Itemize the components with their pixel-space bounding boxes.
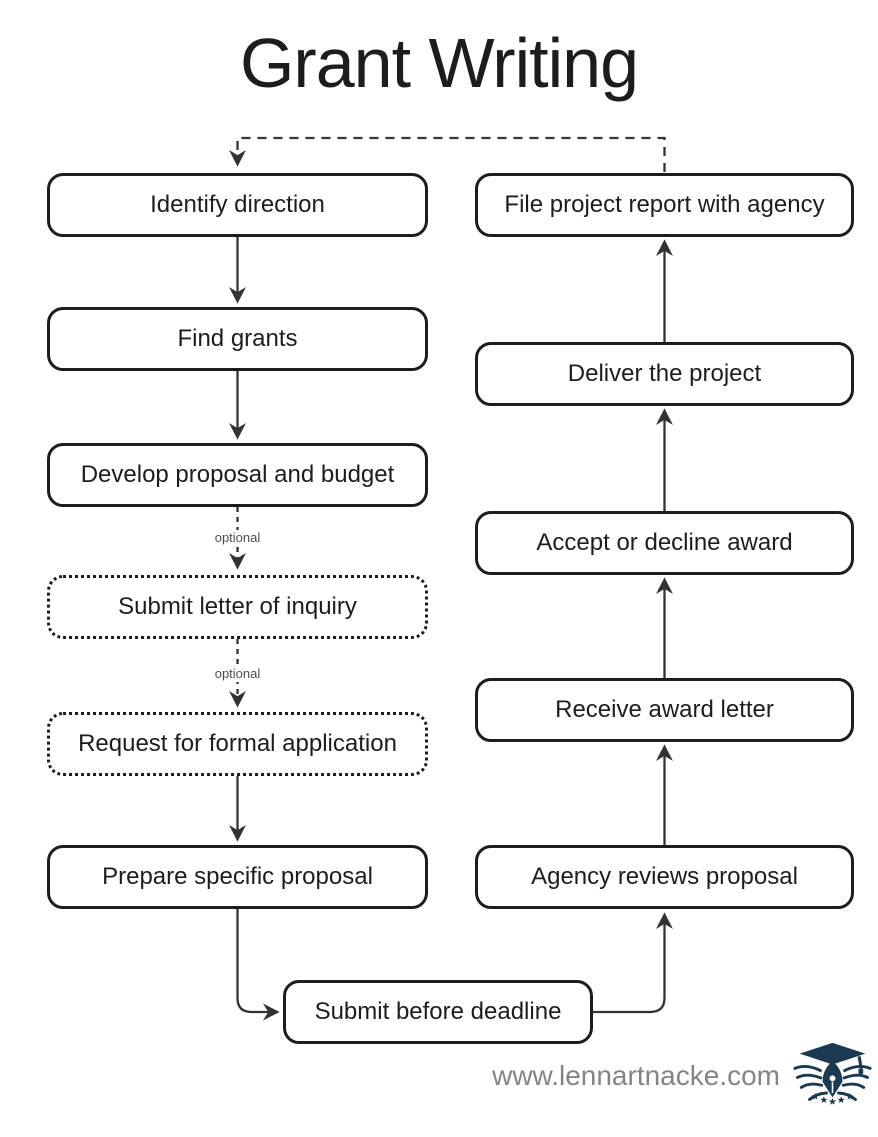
tassel-end-icon [858, 1068, 864, 1074]
node-label: Identify direction [150, 191, 325, 218]
node-label: Agency reviews proposal [531, 863, 798, 890]
node-submit-letter-of-inquiry: Submit letter of inquiry [47, 575, 428, 639]
node-find-grants: Find grants [47, 307, 428, 371]
edge-deadline-to-agency [593, 912, 673, 1014]
node-accept-or-decline-award: Accept or decline award [475, 511, 854, 575]
node-label: Submit letter of inquiry [118, 593, 357, 620]
node-develop-proposal-and-budget: Develop proposal and budget [47, 443, 428, 507]
page-title: Grant Writing [239, 24, 639, 102]
mortarboard-icon [799, 1042, 866, 1065]
edge-file-to-identify-feedback [229, 136, 666, 172]
node-label: Deliver the project [567, 360, 762, 387]
book-wings-icon [793, 1065, 872, 1101]
node-deliver-the-project: Deliver the project [475, 342, 854, 406]
node-submit-before-deadline: Submit before deadline [283, 980, 593, 1044]
node-label: Accept or decline award [536, 529, 793, 556]
optional-edge-label: optional [197, 530, 278, 546]
node-label: Develop proposal and budget [80, 461, 395, 488]
node-agency-reviews-proposal: Agency reviews proposal [475, 845, 854, 909]
node-receive-award-letter: Receive award letter [475, 678, 854, 742]
node-file-project-report-with-agency: File project report with agency [475, 173, 854, 237]
node-label: Request for formal application [78, 730, 397, 757]
node-label: Receive award letter [555, 696, 774, 723]
node-label: Submit before deadline [314, 998, 562, 1025]
optional-edge-label: optional [197, 666, 278, 682]
edge-prepare-to-deadline [236, 909, 280, 1021]
node-identify-direction: Identify direction [47, 173, 428, 237]
node-prepare-specific-proposal: Prepare specific proposal [47, 845, 428, 909]
node-label: Find grants [177, 325, 298, 352]
graduation-cap-pen-logo [793, 1042, 872, 1105]
website-url: www.lennartnacke.com [492, 1060, 780, 1091]
node-request-for-formal-application: Request for formal application [47, 712, 428, 776]
node-label: Prepare specific proposal [102, 863, 373, 890]
node-label: File project report with agency [504, 191, 825, 218]
